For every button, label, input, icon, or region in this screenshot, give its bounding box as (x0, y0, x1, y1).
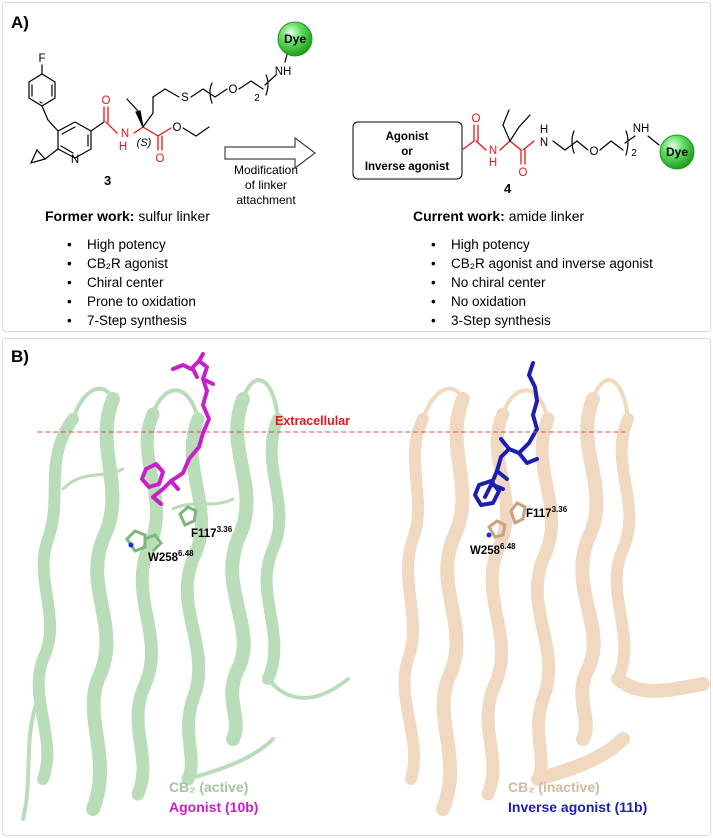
agonist-label: Agonist (10b) (169, 799, 258, 815)
agonist-box-line-1: Agonist (386, 131, 429, 143)
atom-f: F (38, 53, 45, 65)
compound-4-red-core (461, 124, 535, 165)
dye-label-4: Dye (666, 145, 688, 159)
stereo-label: (S) (137, 137, 152, 149)
current-bullet-1: High potency (427, 235, 653, 254)
atom-o-ester: O (173, 122, 182, 134)
compound-3-number: 3 (104, 173, 112, 188)
former-bullet-4: Prone to oxidation (63, 292, 196, 311)
atom-o-carbonyl: O (156, 153, 165, 165)
panel-b-label: B) (11, 347, 29, 366)
extracellular-label: Extracellular (275, 414, 350, 428)
former-work-bullets: High potency CB₂R agonist Chiral center … (63, 235, 196, 330)
current-bullet-4: No oxidation (427, 292, 653, 311)
panel-b: B) (2, 338, 711, 836)
arrow-caption-line-3: attachment (236, 193, 296, 207)
agonist-box-line-3: Inverse agonist (365, 161, 450, 173)
former-work-title: Former work: sulfur linker (45, 208, 210, 224)
current-bullet-5: 3-Step synthesis (427, 311, 653, 330)
active-key-residues (125, 505, 198, 553)
atom-o-carbonyl-4: O (519, 167, 528, 179)
compound-4-number: 4 (504, 181, 512, 196)
dye-sphere-3 (277, 21, 313, 57)
atom-o-peg: O (229, 84, 238, 96)
arrow-caption-line-2: of linker (244, 178, 288, 192)
current-work-title: Current work: amide linker (413, 208, 584, 224)
inverse-agonist-label: Inverse agonist (11b) (508, 799, 647, 815)
active-w258-label: W2586.48 (148, 549, 194, 564)
atom-n-linker: N (540, 137, 548, 149)
atom-o-amide: O (102, 95, 111, 107)
inactive-receptor-label: CB₂ (inactive) (508, 779, 600, 795)
former-bullet-3: Chiral center (63, 273, 196, 292)
atom-nh-dye: NH (275, 66, 292, 78)
receptor-renders: Extracellular F1173.36 W2586.48 F1173.36… (21, 352, 710, 821)
cb2-active-receptor (21, 378, 350, 821)
current-work-title-rest: amide linker (508, 208, 585, 224)
active-receptor-label: CB₂ (active) (169, 779, 248, 795)
atom-o-amide-4: O (472, 113, 481, 125)
former-work-title-rest: sulfur linker (138, 208, 210, 224)
peg-subscript: 2 (254, 93, 260, 104)
atom-h-linker: H (540, 124, 548, 136)
atom-nh-dye-4: NH (633, 123, 650, 135)
inactive-key-residues (487, 501, 527, 539)
cb2-inactive-receptor (398, 378, 710, 816)
dye-sphere-4 (659, 134, 695, 170)
active-f117-label: F1173.36 (191, 525, 233, 540)
agonist-box-line-2: or (401, 146, 413, 158)
current-bullet-2: CB₂R agonist and inverse agonist (427, 254, 653, 273)
atom-n-amide-4: N (489, 145, 497, 157)
arrow-caption-line-1: Modification (233, 163, 299, 177)
current-work-bullets: High potency CB₂R agonist and inverse ag… (427, 235, 653, 330)
atom-o-peg-4: O (590, 146, 599, 158)
compound-3-red-core (103, 106, 172, 151)
agonist-ligand (140, 352, 215, 506)
dye-label-3: Dye (284, 32, 306, 46)
atom-s: S (181, 92, 189, 104)
current-work-title-bold: Current work: (413, 208, 505, 224)
former-bullet-2: CB₂R agonist (63, 254, 196, 273)
inactive-f117-label: F1173.36 (526, 505, 568, 520)
peg-subscript-4: 2 (631, 148, 637, 159)
inactive-w258-label: W2586.48 (470, 542, 516, 557)
panel-a: A) (2, 2, 711, 332)
active-nitrogen-dot (128, 542, 134, 548)
inverse-agonist-ligand (473, 361, 539, 507)
chemical-structures: F N S O 2 NH O O N H O (S) Dye Agonist (28, 21, 695, 180)
atom-n-pyridine: N (71, 154, 79, 166)
compound-3-structure (28, 64, 105, 164)
arrow-caption: Modification of linker attachment (231, 163, 301, 208)
modification-arrow (224, 136, 316, 170)
inactive-nitrogen-dot (486, 532, 492, 538)
atom-n-amide: N (121, 128, 129, 140)
panel-a-label: A) (11, 13, 29, 32)
former-bullet-1: High potency (63, 235, 196, 254)
atom-h-amide-4: H (489, 157, 497, 169)
atom-h-amide: H (119, 141, 127, 153)
former-bullet-5: 7-Step synthesis (63, 311, 196, 330)
current-bullet-3: No chiral center (427, 273, 653, 292)
former-work-title-bold: Former work: (45, 208, 135, 224)
